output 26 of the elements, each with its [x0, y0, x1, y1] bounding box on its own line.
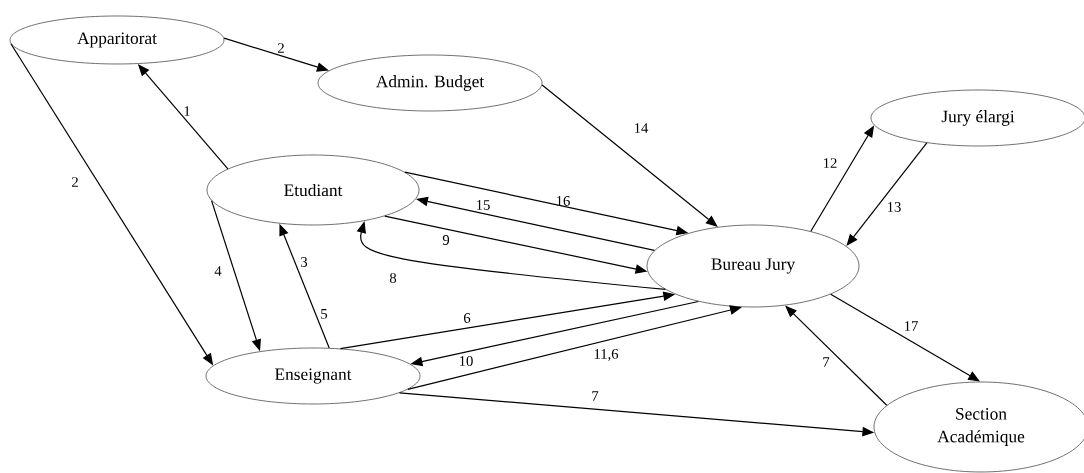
ellipse-node: Apparitorat [9, 15, 225, 65]
edge-label: 15 [476, 200, 490, 210]
edge-label: 8 [389, 273, 397, 283]
edge-label: 7 [592, 391, 599, 401]
edge-label: 12 [823, 158, 837, 168]
arrow [356, 221, 666, 291]
edge-label: 2 [278, 43, 284, 53]
edge-label: 7 [823, 357, 830, 367]
ellipse-node: Enseignant [205, 347, 421, 405]
edge-label: 16 [556, 196, 570, 206]
edge-label: 3 [301, 257, 308, 267]
edge-label: 13 [887, 202, 901, 212]
edge-label: 14 [634, 123, 649, 133]
edge-label: 10 [459, 356, 473, 366]
step-number: 5 [321, 309, 328, 319]
edge-label: 1 [184, 106, 190, 116]
edge-label: 11,6 [594, 349, 619, 361]
arrow [541, 84, 718, 227]
edge-label: 9 [442, 235, 450, 245]
edge-label: 4 [214, 266, 222, 276]
ellipse-node: Bureau Jury [646, 224, 860, 308]
edge-label: 17 [904, 321, 918, 331]
edge-label: 2 [72, 177, 78, 187]
ellipse-node: Etudiant [206, 154, 420, 226]
ellipse-node: Admin. Budget [317, 54, 543, 112]
edge-label: 6 [463, 313, 471, 323]
